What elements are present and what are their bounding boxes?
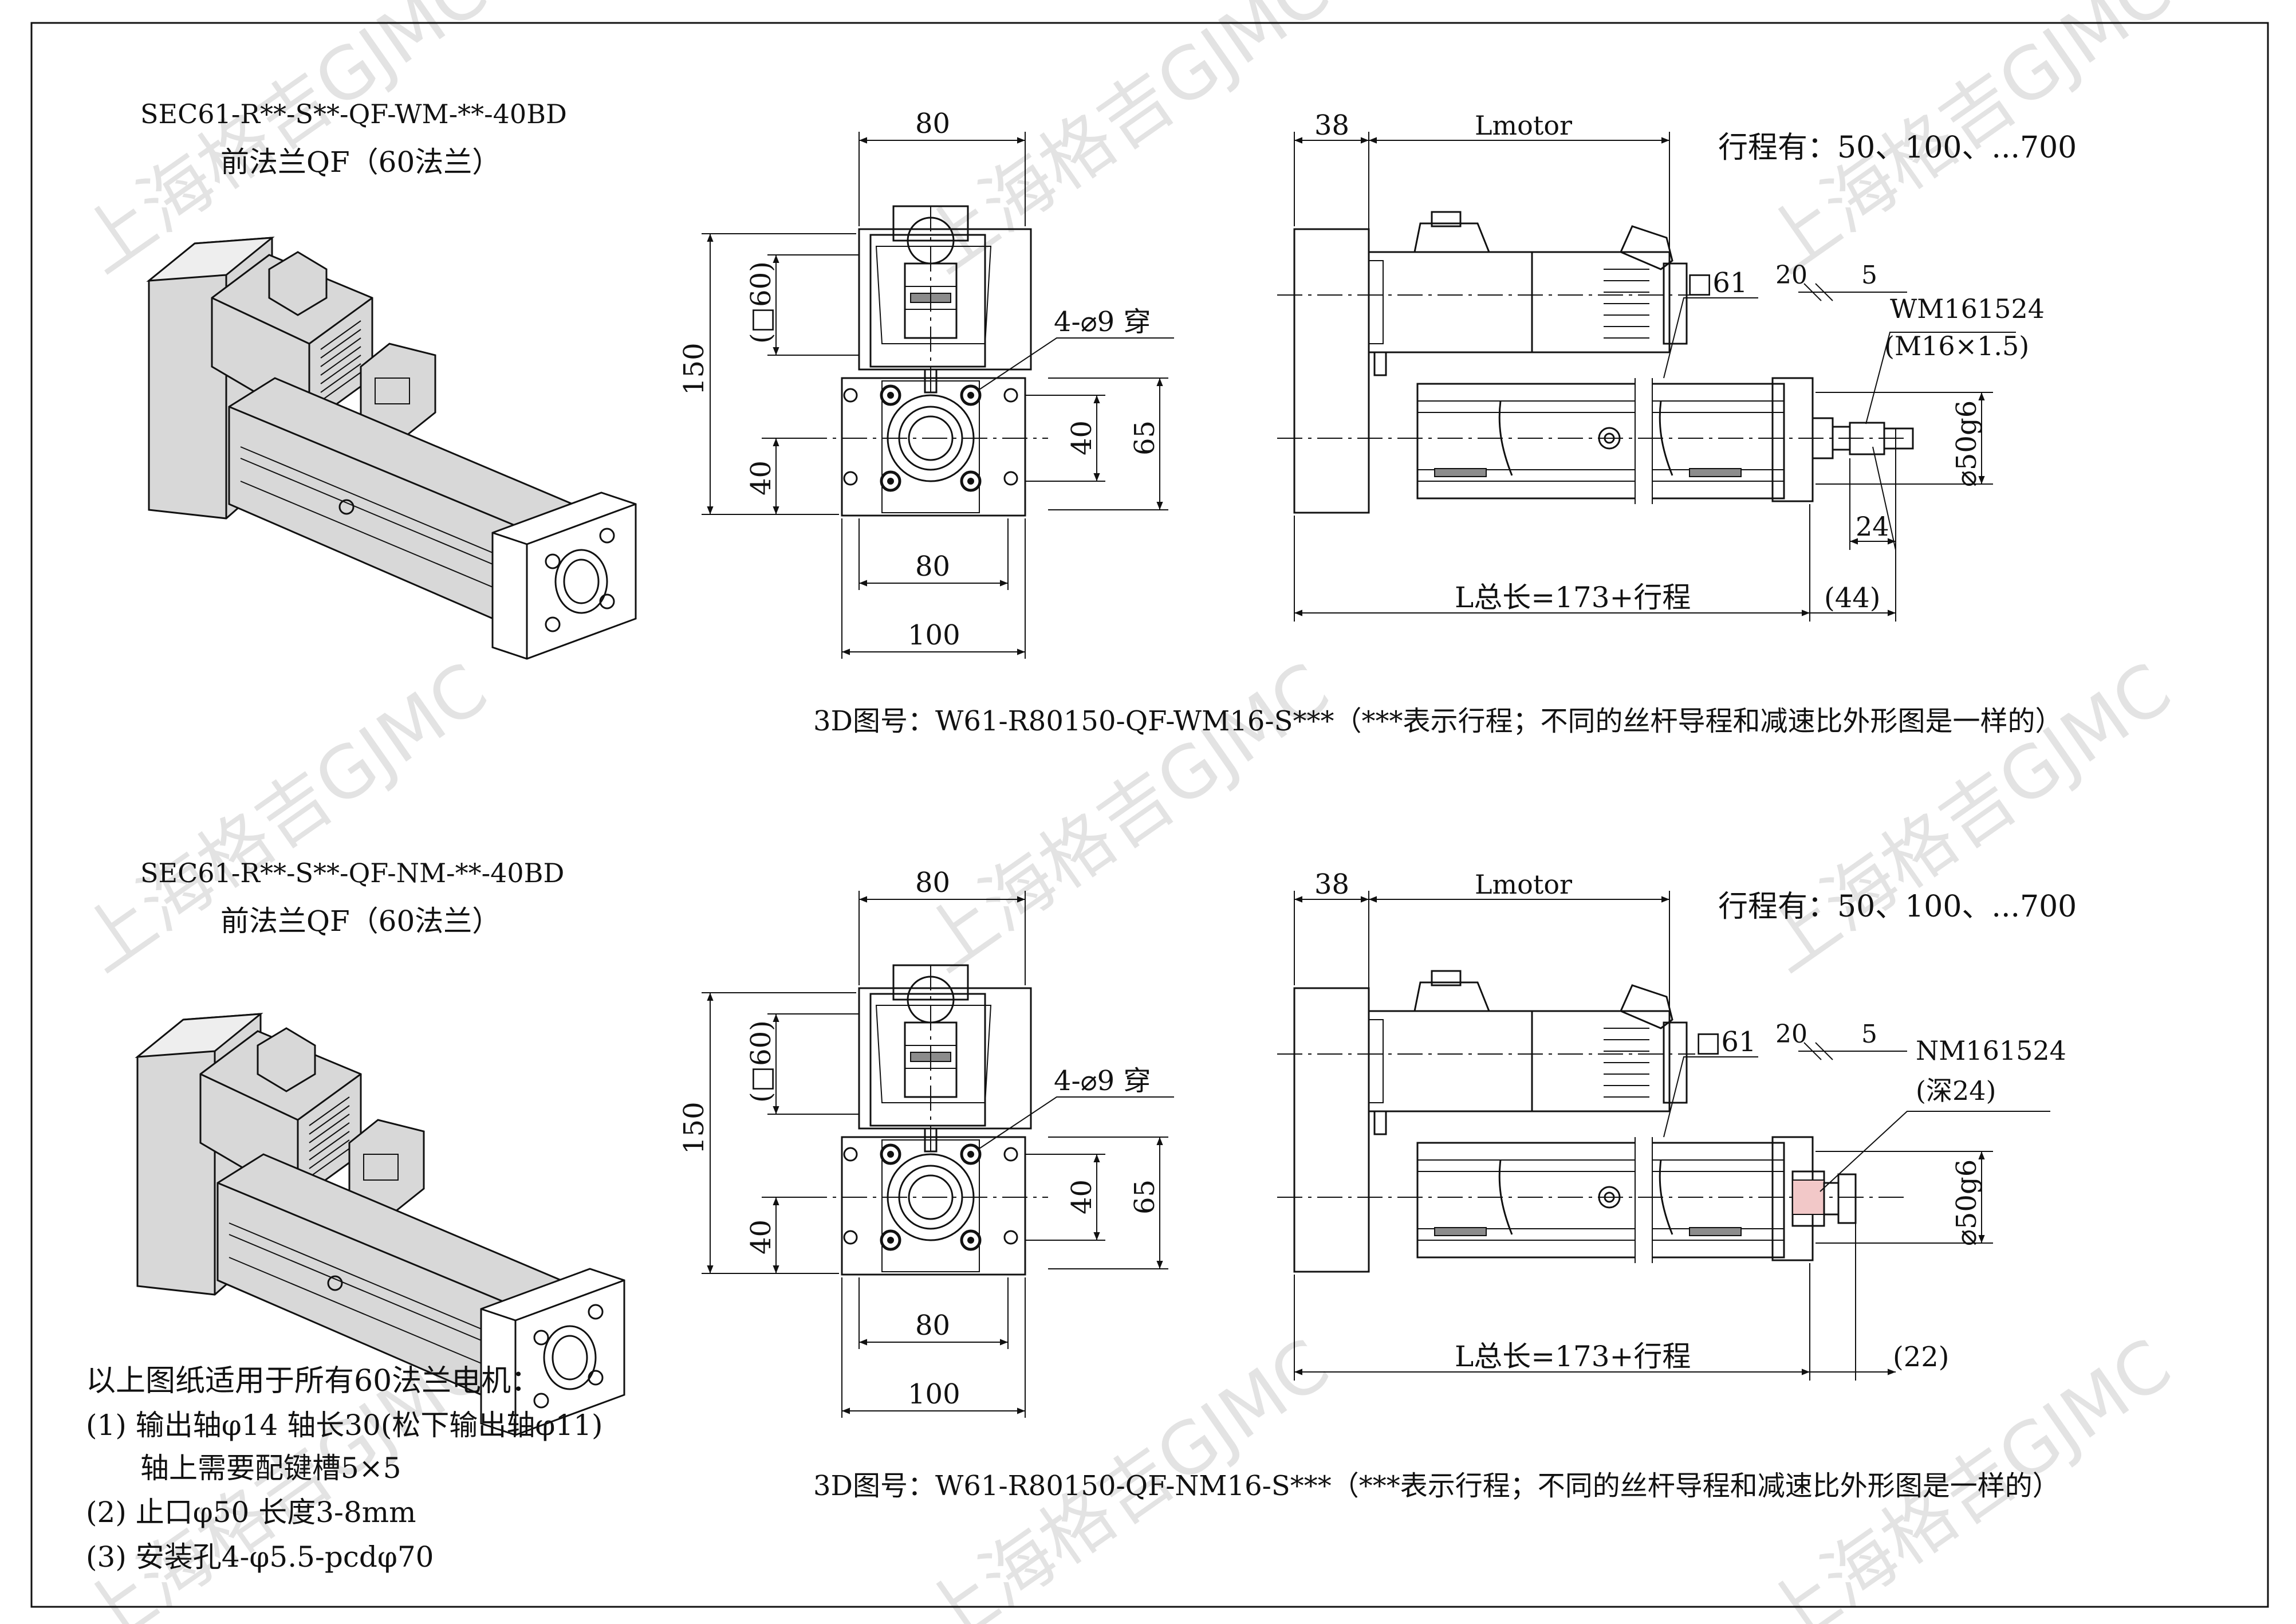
dim-width-80-bottom: 80 <box>915 550 950 583</box>
note-line: 轴上需要配键槽5×5 <box>140 1452 401 1485</box>
dim-5: 5 <box>1861 1020 1877 1049</box>
thread-spec: (M16×1.5) <box>1884 331 2029 361</box>
dim-width-100: 100 <box>908 1378 960 1410</box>
dim-width-100: 100 <box>908 619 960 651</box>
dim-24: 24 <box>1856 511 1889 542</box>
dim-end-length: (44) <box>1824 582 1881 614</box>
dim-height-65: 65 <box>1129 420 1161 455</box>
dim-20: 20 <box>1775 261 1807 290</box>
holes-label: 4-⌀9 穿 <box>1054 306 1151 338</box>
sheet-border <box>30 22 2269 1608</box>
stroke-options: 行程有：50、100、...700 <box>1718 131 2077 165</box>
dim-square-61: □61 <box>1687 267 1747 299</box>
note-line: (2) 止口φ50 长度3-8mm <box>86 1496 416 1529</box>
note-line: (1) 输出轴φ14 轴长30(松下输出轴φ11) <box>86 1409 603 1442</box>
dim-height-65: 65 <box>1129 1179 1161 1214</box>
flange-label: 前法兰QF（60法兰） <box>220 146 501 179</box>
holes-label: 4-⌀9 穿 <box>1054 1065 1151 1097</box>
dim-total-length: L总长=173+行程 <box>1455 581 1691 614</box>
dim-5: 5 <box>1861 261 1877 290</box>
thread-code: NM161524 <box>1916 1035 2066 1066</box>
code-3d: 3D图号：W61-R80150-QF-WM16-S***（***表示行程；不同的… <box>813 705 2062 737</box>
dim-height-150: 150 <box>678 343 710 395</box>
thread-spec: (深24) <box>1916 1075 1996 1106</box>
dim-diameter-50: ⌀50g6 <box>1951 400 1983 487</box>
code-3d: 3D图号：W61-R80150-QF-NM16-S***（***表示行程；不同的… <box>813 1470 2060 1502</box>
dim-height-40-right: 40 <box>1066 420 1098 455</box>
notes: 以上图纸适用于所有60法兰电机： (1) 输出轴φ14 轴长30(松下输出轴φ1… <box>86 1364 603 1574</box>
dim-height-40-right: 40 <box>1066 1179 1098 1214</box>
dim-diameter-50: ⌀50g6 <box>1951 1159 1983 1246</box>
dim-square-61: □61 <box>1695 1026 1756 1058</box>
watermark-text: 上海格吉GJMC <box>65 0 502 289</box>
dim-square-60: (□60) <box>745 1020 777 1103</box>
dim-width-80-bottom: 80 <box>915 1310 950 1342</box>
flange-label: 前法兰QF（60法兰） <box>220 905 501 938</box>
note-line: (3) 安装孔4-φ5.5-pcdφ70 <box>86 1540 434 1574</box>
stroke-options: 行程有：50、100、...700 <box>1718 890 2077 924</box>
dim-height-40-left: 40 <box>745 1220 777 1255</box>
dim-square-60: (□60) <box>745 261 777 344</box>
dim-lmotor: Lmotor <box>1475 869 1572 900</box>
model-code: SEC61-R**-S**-QF-NM-**-40BD <box>140 858 564 888</box>
watermark-text: 上海格吉GJMC <box>1749 647 2185 988</box>
dim-total-length: L总长=173+行程 <box>1455 1340 1691 1373</box>
note-line: 以上图纸适用于所有60法兰电机： <box>86 1364 541 1398</box>
dim-width-80-top: 80 <box>915 867 950 899</box>
dim-lmotor: Lmotor <box>1475 110 1572 141</box>
side-view <box>1277 891 1993 1381</box>
view-wm: SEC61-R**-S**-QF-WM-**-40BD 前法兰QF（60法兰） … <box>140 99 2077 737</box>
dim-38: 38 <box>1314 109 1349 141</box>
dim-height-40-left: 40 <box>745 461 777 496</box>
dim-end-length: (22) <box>1893 1341 1950 1373</box>
watermark-text: 上海格吉GJMC <box>907 0 1344 289</box>
dim-38: 38 <box>1314 868 1349 901</box>
isometric-actuator <box>148 237 637 660</box>
watermark-text: 上海格吉GJMC <box>907 647 1344 988</box>
dim-height-150: 150 <box>678 1102 710 1154</box>
model-code: SEC61-R**-S**-QF-WM-**-40BD <box>140 99 567 129</box>
dim-width-80-top: 80 <box>915 108 950 140</box>
dim-20: 20 <box>1775 1020 1807 1049</box>
end-fitting-wm <box>1813 332 2016 622</box>
thread-code: WM161524 <box>1890 293 2045 324</box>
view-nm: SEC61-R**-S**-QF-NM-**-40BD 前法兰QF（60法兰） … <box>136 858 2077 1502</box>
